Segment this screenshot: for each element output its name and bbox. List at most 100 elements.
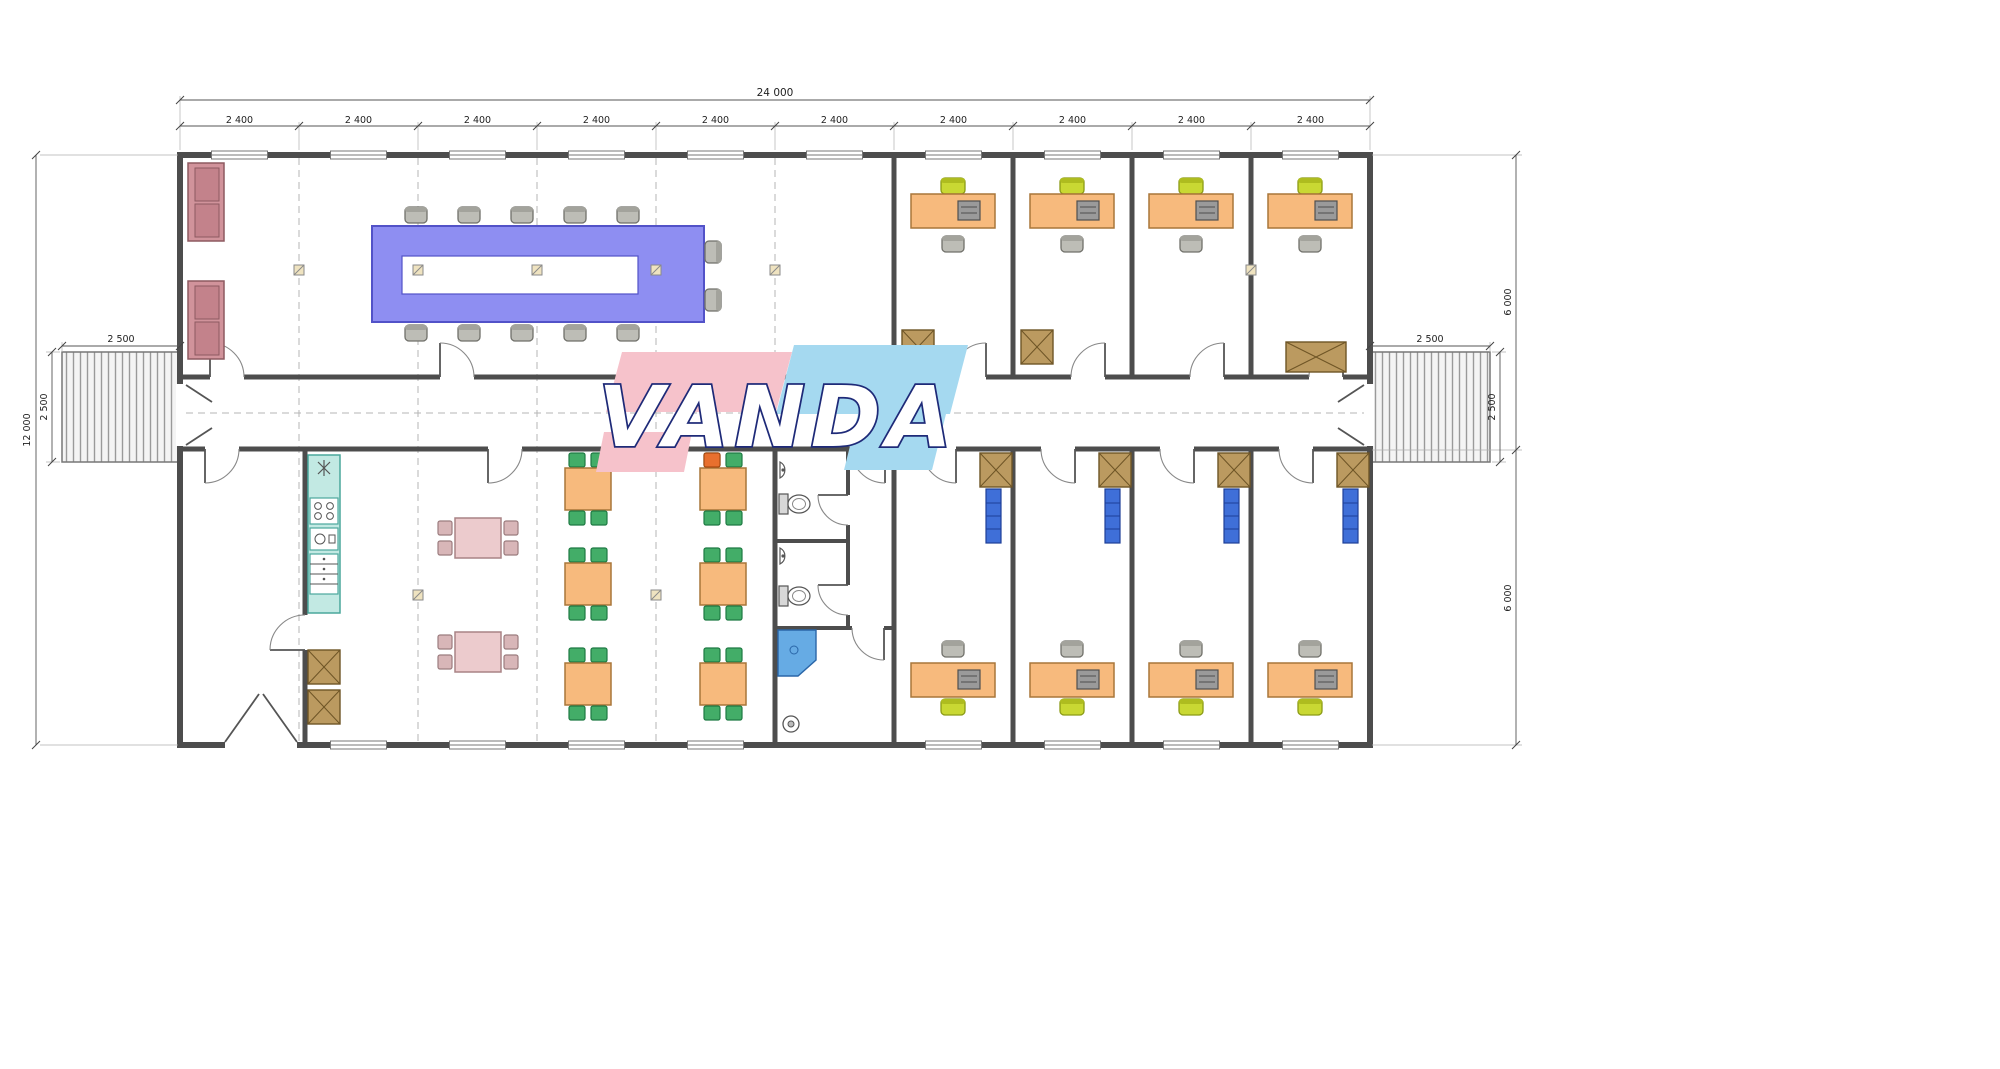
cabinet [307,649,341,685]
dim-module: 2 400 [940,115,967,126]
conference-chair [616,206,640,224]
dim-module: 2 400 [345,115,372,126]
dimension-extension-lines [40,96,1522,746]
window [925,740,982,750]
dim-module: 2 400 [1178,115,1205,126]
outer-wall [177,152,1373,748]
shelf [1223,488,1240,544]
dim-left-porch-depth: 2 500 [39,393,50,420]
window [568,740,625,750]
conference-table-opening [401,255,639,295]
offices-bottom [911,452,1370,715]
dim-module: 2 400 [1059,115,1086,126]
cabinet [1020,329,1054,365]
conference-chair [510,324,534,342]
dim-module: 2 400 [583,115,610,126]
dim-total-width: 24 000 [757,87,794,99]
conference-chair [704,240,722,264]
canteen [438,518,518,672]
watermark-shape-pink [606,352,792,412]
office-desk [1149,178,1233,252]
window [1282,150,1339,160]
conference-chair [510,206,534,224]
corridor-opening-left [176,384,184,446]
stove [309,497,339,525]
cabinet [979,452,1013,488]
dim-building-depth: 12 000 [22,413,33,446]
dim-module: 2 400 [702,115,729,126]
cabinet [307,689,341,725]
canteen-table [438,518,518,558]
cabinet [1217,452,1251,488]
watermark-shape-pink-lower [596,432,692,472]
window [687,740,744,750]
column-marker [412,264,424,276]
shelf [985,488,1002,544]
toilet-partition-walls [775,449,894,630]
sofa [187,162,225,242]
cabinet [1098,452,1132,488]
window [1163,740,1220,750]
conference-room [371,206,722,342]
dim-module: 2 400 [464,115,491,126]
window [449,150,506,160]
dining-table [565,548,611,620]
column-marker [1245,264,1257,276]
dim-right-porch-width: 2 500 [1416,334,1443,345]
shower-tray [777,629,817,677]
column-marker [769,264,781,276]
office-desk [911,641,995,715]
conference-chair [457,324,481,342]
watermark-text: VANDA [598,368,957,466]
toilet [778,585,811,607]
window [1044,150,1101,160]
window [330,740,387,750]
conference-chair [563,324,587,342]
dining-table [565,648,611,720]
toilet [778,493,811,515]
office-desk [1149,641,1233,715]
window [1282,740,1339,750]
offices-top [901,178,1352,373]
floor-drain [782,715,800,733]
office-desk [1030,178,1114,252]
column-marker [650,264,662,276]
office-desk [911,178,995,252]
conference-chair [404,324,428,342]
window [1163,150,1220,160]
dining-table [700,648,746,720]
cabinet [1336,452,1370,488]
shelf [1342,488,1359,544]
entrance-ramp-right [1369,351,1491,463]
window [1044,740,1101,750]
window [806,150,863,160]
corridor-opening-right [1366,384,1374,446]
window [449,740,506,750]
dimension-ticks [31,95,1521,750]
dim-left-porch-width: 2 500 [107,334,134,345]
conference-chair [404,206,428,224]
dim-right-bottom-depth: 6 000 [1503,584,1514,611]
kitchen-sink [309,527,339,551]
watermark-shape-blue-lower [844,414,946,470]
wash-basin [779,547,786,565]
dim-module: 2 400 [821,115,848,126]
sofa [187,280,225,360]
window [330,150,387,160]
office-desk [1268,641,1352,715]
toilet-block [777,461,817,733]
shelf [1104,488,1121,544]
window [687,150,744,160]
dining-table [700,548,746,620]
entrance-ramp-left [61,351,181,463]
watermark-shape-blue [776,345,968,414]
conference-chair [704,288,722,312]
entrance-opening-bottom [225,741,297,749]
kitchen-symbol [317,460,331,476]
dim-right-top-depth: 6 000 [1503,288,1514,315]
dim-module: 2 400 [226,115,253,126]
window [568,150,625,160]
dim-right-porch-depth: 2 500 [1487,393,1498,420]
conference-chair [457,206,481,224]
